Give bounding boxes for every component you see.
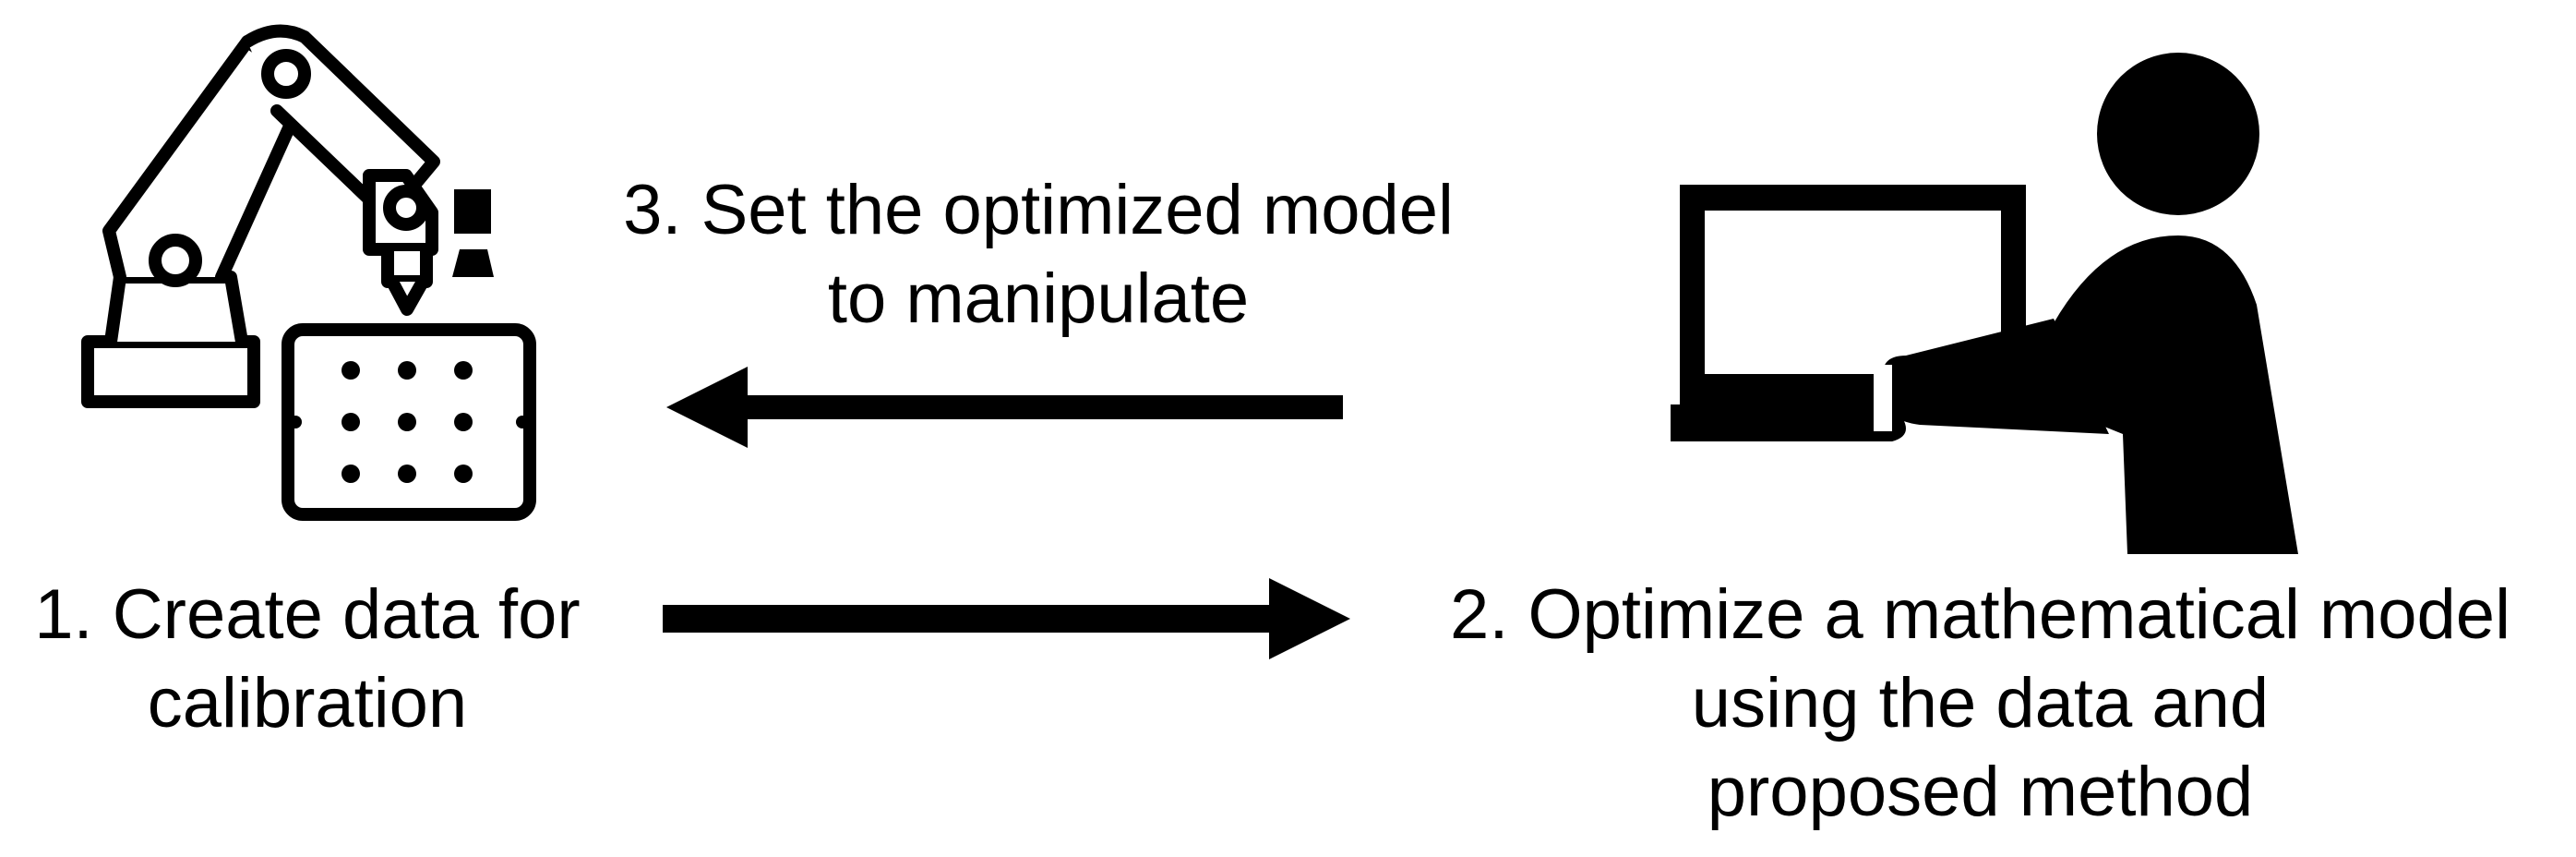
step3-label: 3. Set the optimized model to manipulate xyxy=(554,166,1523,344)
step3-line-2: to manipulate xyxy=(827,260,1250,338)
step1-label: 1. Create data for calibration xyxy=(0,571,615,748)
laptop-base xyxy=(1671,404,1906,441)
robot-arm-icon xyxy=(81,24,536,521)
step2-line-2: using the data and xyxy=(1691,664,2270,742)
laptop-screen xyxy=(1680,185,2026,420)
person-arm xyxy=(1883,319,2109,434)
step1-line-2: calibration xyxy=(147,664,468,742)
step2-line-3: proposed method xyxy=(1707,753,2254,831)
step2-label: 2. Optimize a mathematical model using t… xyxy=(1384,571,2576,837)
arrow-optimized-model-to-robot xyxy=(666,367,1343,448)
step1-line-1: 1. Create data for xyxy=(34,575,581,654)
calibration-dot-grid xyxy=(341,361,473,483)
step3-line-1: 3. Set the optimized model xyxy=(623,171,1454,249)
person-head xyxy=(2097,53,2259,215)
step2-line-1: 2. Optimize a mathematical model xyxy=(1450,575,2510,654)
person-laptop-icon xyxy=(1671,53,2298,554)
person-torso xyxy=(2054,235,2298,554)
arrow-data-to-optimization xyxy=(663,578,1350,659)
